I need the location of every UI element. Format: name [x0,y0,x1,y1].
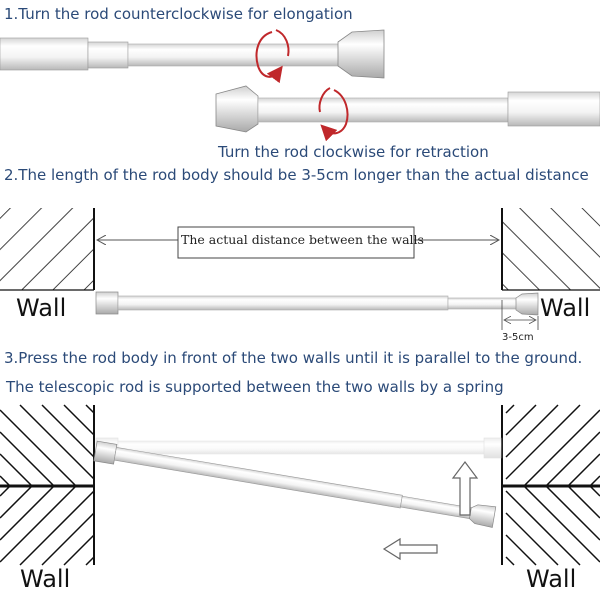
wall-label-left-2: Wall [16,294,67,322]
rod-elongation [0,29,385,79]
gap-dimension [501,300,539,330]
rod-retraction [215,85,600,133]
wall-label-right-2: Wall [540,294,591,322]
rod-tilted [93,440,497,528]
rotate-clockwise-arrow [318,87,349,142]
step3-instruction: 3.Press the rod body in front of the two… [4,349,583,367]
rotate-counterclockwise-arrow [255,29,290,84]
distance-arrow [97,226,499,259]
left-wall-section3 [0,404,95,566]
rod-section2 [95,291,539,316]
wall-label-right-3: Wall [526,565,577,593]
right-wall-section2 [501,208,600,291]
wall-label-left-3: Wall [20,565,71,593]
right-wall-section3 [501,404,600,566]
push-left-arrow [382,537,438,561]
push-up-arrow [451,461,479,516]
left-wall-section2 [0,208,95,291]
retract-instruction: Turn the rod clockwise for retraction [218,143,489,161]
step2-instruction: 2.The length of the rod body should be 3… [4,166,589,184]
gap-label: 3-5cm [502,332,534,343]
step3-note: The telescopic rod is supported between … [6,378,504,396]
actual-distance-label: The actual distance between the walls [181,232,424,247]
step1-instruction: 1.Turn the rod counterclockwise for elon… [4,5,353,23]
